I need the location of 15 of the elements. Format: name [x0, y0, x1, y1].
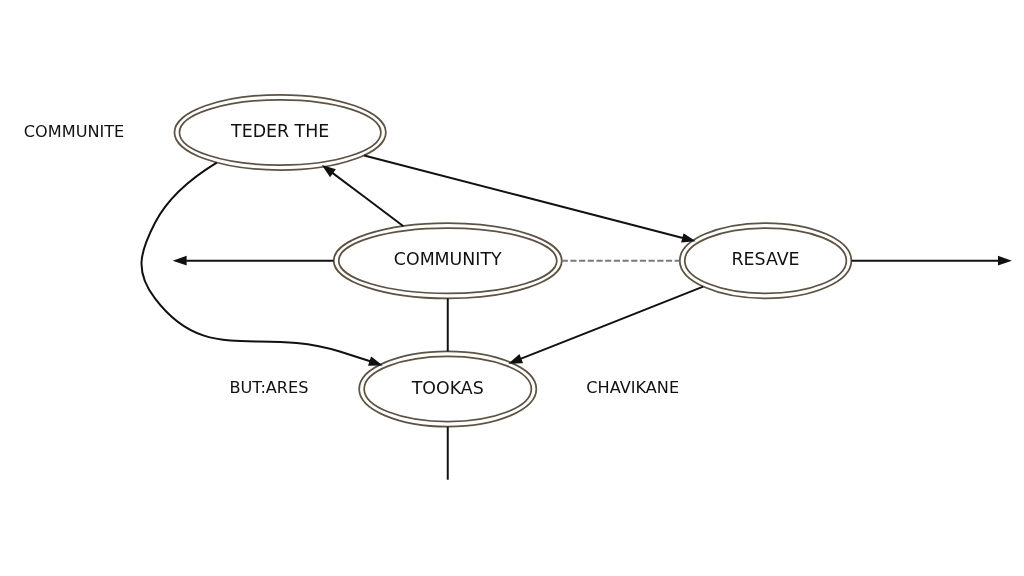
arrow [140, 161, 383, 366]
connector [446, 425, 449, 481]
node-ellipse: COMMUNITY [332, 222, 563, 300]
connector [446, 297, 449, 353]
arrow [172, 255, 335, 266]
arrow [321, 164, 405, 228]
arrow [850, 255, 1012, 266]
label: BUT:ARES [229, 378, 309, 398]
label: COMMUNITE [23, 121, 125, 141]
node-ellipse: TOOKAS [358, 350, 538, 428]
node-ellipse: TEDER THE [173, 93, 387, 171]
connector [560, 259, 681, 262]
arrow [363, 154, 696, 243]
arrow [508, 285, 705, 364]
label: CHAVIKANE [586, 378, 680, 398]
